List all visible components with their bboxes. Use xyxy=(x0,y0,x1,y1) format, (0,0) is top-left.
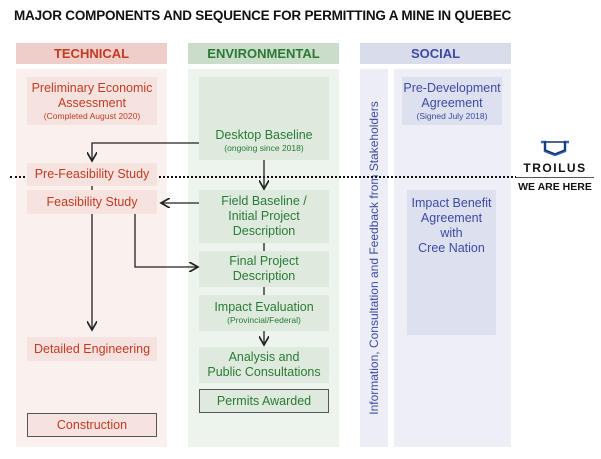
iba-line3: with xyxy=(440,226,463,240)
pda-line1: Pre-Development xyxy=(403,80,501,95)
field-line3: Description xyxy=(232,224,296,238)
header-environmental: ENVIRONMENTAL xyxy=(188,43,339,64)
iba-line1: Impact Benefit xyxy=(411,196,492,210)
impact-evaluation-box: Impact Evaluation (Provincial/Federal) xyxy=(199,295,329,331)
pea-sub: (Completed August 2020) xyxy=(43,110,141,121)
iba-box: Impact Benefit Agreement with Cree Natio… xyxy=(407,190,496,335)
pea-line1: Preliminary Economic xyxy=(31,80,153,95)
troilus-logo: TROILUS WE ARE HERE xyxy=(516,140,594,193)
analysis-line2: Public Consultations xyxy=(207,365,321,379)
header-social: SOCIAL xyxy=(360,43,511,64)
pda-sub: (Signed July 2018) xyxy=(416,110,488,121)
detailed-engineering-box: Detailed Engineering xyxy=(27,337,157,361)
analysis-line1: Analysis and xyxy=(228,350,300,364)
prefeasibility-box: Pre-Feasibility Study xyxy=(27,163,157,186)
header-technical: TECHNICAL xyxy=(16,43,167,64)
final-line1: Final Project xyxy=(229,254,299,268)
field-line2: Initial Project xyxy=(228,209,300,223)
arrow-feasibility-to-final xyxy=(134,214,198,267)
pda-line2: Agreement xyxy=(421,95,483,110)
iba-line2: Agreement xyxy=(420,211,483,225)
page-title: MAJOR COMPONENTS AND SEQUENCE FOR PERMIT… xyxy=(14,8,512,23)
arrow-desktop-to-prefeasibility xyxy=(92,142,199,161)
desktop-baseline-sub: (ongoing since 2018) xyxy=(224,143,304,153)
pda-box: Pre-Development Agreement (Signed July 2… xyxy=(402,77,502,125)
analysis-box: Analysis and Public Consultations xyxy=(199,347,329,383)
construction-box: Construction xyxy=(27,413,157,437)
desktop-baseline-box: Desktop Baseline (ongoing since 2018) xyxy=(199,77,329,160)
pea-line2: Assessment xyxy=(57,95,127,110)
field-line1: Field Baseline / xyxy=(221,194,307,208)
impact-sub: (Provincial/Federal) xyxy=(227,315,301,325)
feasibility-box: Feasibility Study xyxy=(27,190,157,214)
field-baseline-box: Field Baseline / Initial Project Descrip… xyxy=(199,190,329,243)
final-line2: Description xyxy=(232,269,296,283)
impact-label: Impact Evaluation xyxy=(214,300,314,314)
pea-box: Preliminary Economic Assessment (Complet… xyxy=(27,77,157,125)
logo-tagline: WE ARE HERE xyxy=(518,181,592,193)
desktop-baseline-label: Desktop Baseline xyxy=(215,128,313,142)
troilus-shield-icon xyxy=(541,140,569,157)
permits-box: Permits Awarded xyxy=(199,389,329,413)
stakeholders-column: Information, Consultation and Feedback f… xyxy=(360,69,388,447)
logo-name: TROILUS xyxy=(516,161,594,178)
iba-line4: Cree Nation xyxy=(418,241,485,255)
final-project-box: Final Project Description xyxy=(199,251,329,287)
